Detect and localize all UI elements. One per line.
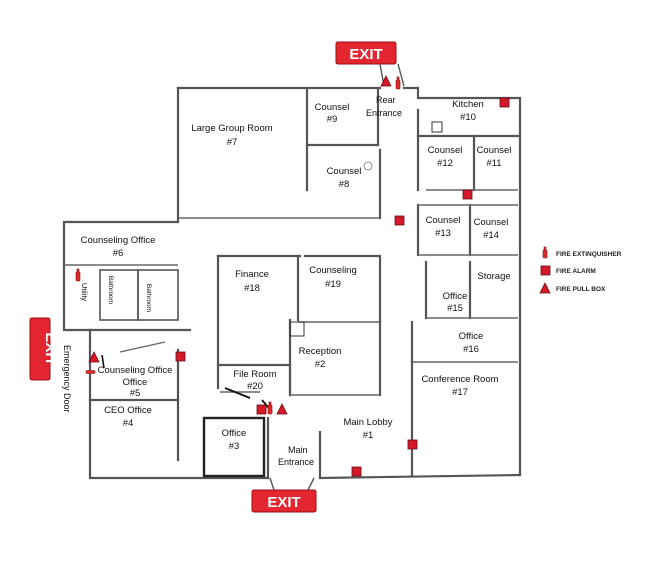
legend: FIRE EXTINQUISHER FIRE ALARM FIRE PULL B… [539, 246, 622, 294]
legend-pull-box-icon [539, 282, 551, 294]
fire-alarm-icon [256, 404, 267, 415]
room-ceo-office: CEO Office [104, 405, 152, 416]
fire-alarms [175, 97, 510, 477]
room-kitchen-number: #10 [460, 112, 476, 123]
main-entrance-label-2: Entrance [278, 457, 314, 467]
fire-pull-box-icon [380, 75, 392, 87]
fire-extinguisher-icon [267, 401, 273, 415]
room-counsel-13-number: #13 [435, 228, 451, 239]
room-ceo-office-number: #4 [123, 418, 134, 429]
room-reception-number: #2 [315, 359, 326, 370]
room-counseling-office-6: Counseling Office [81, 235, 156, 246]
room-office-3: Office [222, 428, 247, 439]
exterior-walls [62, 86, 522, 480]
fire-alarm-icon [499, 97, 510, 108]
room-counseling-19: Counseling [309, 265, 357, 276]
legend-alarm-label: FIRE ALARM [556, 268, 596, 275]
room-conference: Conference Room [421, 374, 498, 385]
room-counsel-8-number: #8 [339, 179, 350, 190]
room-counsel-13: Counsel [426, 215, 461, 226]
room-finance-number: #18 [244, 283, 260, 294]
room-office-15-number: #15 [447, 303, 463, 314]
fire-pull-box-icon [88, 351, 100, 363]
fire-pull-boxes [88, 75, 392, 415]
room-counsel-14: Counsel [474, 217, 509, 228]
room-counsel-9: Counsel [315, 102, 350, 113]
fire-extinguisher-icon [395, 76, 401, 90]
svg-text:EXIT: EXIT [267, 494, 300, 511]
room-office-16: Office [459, 331, 484, 342]
legend-extinguisher-label: FIRE EXTINQUISHER [556, 251, 622, 258]
fire-alarm-icon [462, 189, 473, 200]
room-counsel-12-number: #12 [437, 158, 453, 169]
fire-alarm-icon [175, 351, 186, 362]
room-storage: Storage [477, 271, 510, 282]
room-office-15: Office [443, 291, 468, 302]
room-office-3-number: #3 [229, 441, 240, 452]
room-finance: Finance [235, 269, 269, 280]
exit-sign-bottom: EXIT [251, 477, 317, 513]
fire-extinguisher-icon [75, 268, 81, 282]
interior-walls [64, 88, 520, 480]
svg-text:EXIT: EXIT [42, 332, 59, 365]
utility-label: Utility [80, 283, 89, 302]
room-kitchen: Kitchen [452, 99, 484, 110]
room-conference-number: #17 [452, 387, 468, 398]
room-counseling-office-5-word: Office [123, 377, 148, 388]
exit-sign-left: EXIT [29, 317, 59, 381]
fire-alarm-icon [407, 439, 418, 450]
fire-alarm-icon [394, 215, 405, 226]
room-file-room: File Room [233, 369, 276, 380]
room-large-group: Large Group Room [191, 123, 272, 134]
room-counsel-11: Counsel [477, 145, 512, 156]
fire-alarm-icon [351, 466, 362, 477]
legend-extinguisher-icon [542, 246, 548, 259]
room-large-group-number: #7 [227, 137, 238, 148]
room-main-lobby-number: #1 [363, 430, 374, 441]
rear-entrance-label-2: Entrance [366, 108, 402, 118]
fire-extinguisher-icon [85, 370, 96, 374]
legend-pull-box-label: FIRE PULL BOX [556, 286, 606, 293]
room-counsel-12: Counsel [428, 145, 463, 156]
room-counsel-11-number: #11 [486, 158, 501, 169]
bathroom-2-label: Bathroom [145, 284, 152, 312]
room-counsel-8: Counsel [327, 166, 362, 177]
legend-alarm-icon [540, 265, 551, 276]
room-labels: Large Group Room #7 Counsel #9 Counsel #… [80, 99, 511, 452]
room-main-lobby: Main Lobby [343, 417, 392, 428]
rear-entrance-label: Rear [376, 95, 396, 105]
main-entrance-label: Main [288, 445, 308, 455]
bathroom-1-label: Bathroom [107, 276, 114, 304]
door-labels: Rear Entrance Main Entrance Emergency Do… [62, 95, 402, 467]
room-counseling-19-number: #19 [325, 279, 341, 290]
room-file-room-number: #20 [247, 381, 263, 392]
fire-pull-box-icon [276, 403, 288, 415]
room-counseling-office-5: Counseling Office [98, 365, 173, 376]
svg-text:EXIT: EXIT [349, 46, 382, 63]
room-office-16-number: #16 [463, 344, 479, 355]
room-counsel-14-number: #14 [483, 230, 499, 241]
room-counseling-office-5-number: #5 [130, 388, 141, 399]
room-counsel-9-number: #9 [327, 114, 338, 125]
exit-sign-top: EXIT [335, 41, 405, 87]
fire-extinguishers [75, 76, 401, 415]
emergency-door-label: Emergency Door [62, 345, 72, 413]
room-reception: Reception [299, 346, 342, 357]
room-counseling-office-6-number: #6 [113, 248, 124, 259]
